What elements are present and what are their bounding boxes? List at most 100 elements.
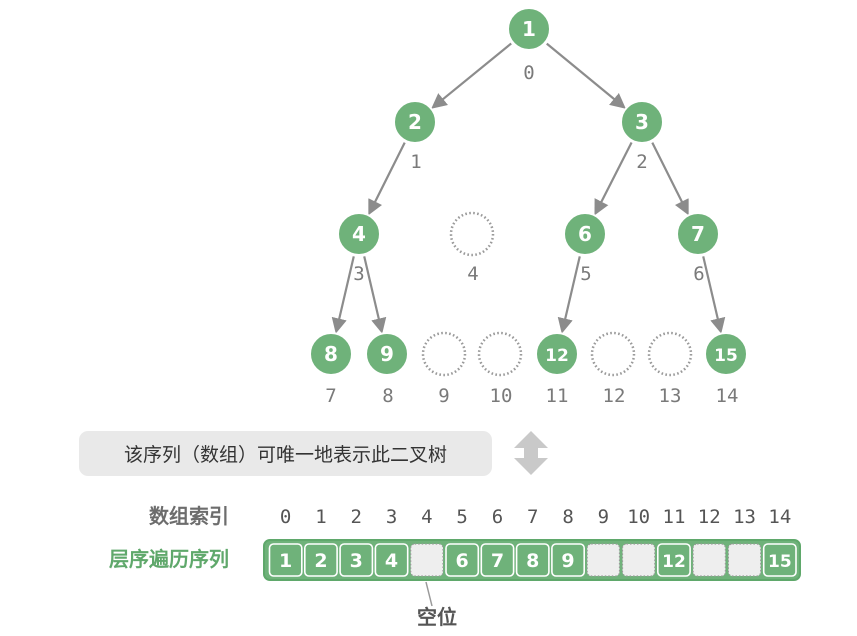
node-index: 8 — [382, 385, 393, 407]
node-index: 0 — [523, 62, 534, 84]
tree-empty-node — [421, 331, 467, 377]
node-index: 2 — [636, 151, 647, 173]
node-circle — [365, 332, 409, 376]
array-cell-value: 2 — [314, 550, 327, 572]
tree-edge — [651, 142, 689, 216]
tree-node: 3 — [620, 100, 664, 144]
tree-edge — [368, 142, 406, 216]
empty-slot-label: 空位 — [417, 605, 457, 629]
array-index: 9 — [598, 506, 609, 528]
node-value: 1 — [522, 17, 536, 41]
tree-node: 2 — [393, 100, 437, 144]
node-index: 11 — [546, 385, 569, 407]
node-index: 5 — [580, 263, 591, 285]
array-cell — [551, 543, 586, 577]
node-index: 10 — [490, 385, 513, 407]
note-pill: 该序列（数组）可唯一地表示此二叉树 — [79, 431, 492, 476]
tree-edge — [594, 141, 633, 216]
tree-edge — [331, 256, 355, 334]
tree-node: 12 — [535, 332, 579, 376]
array-cell — [480, 543, 515, 577]
node-index: 12 — [603, 385, 626, 407]
array-index: 1 — [315, 506, 326, 528]
node-value: 8 — [324, 342, 338, 366]
node-circle — [309, 332, 353, 376]
array-cell — [339, 543, 374, 577]
node-index: 4 — [467, 263, 478, 285]
node-index: 13 — [659, 385, 682, 407]
empty-slot-pointer — [425, 581, 433, 607]
note-text: 该序列（数组）可唯一地表示此二叉树 — [124, 444, 447, 466]
array-cell-value: 15 — [768, 552, 792, 572]
node-value: 4 — [352, 222, 366, 246]
tree-edge — [431, 42, 512, 109]
tree-edges — [331, 42, 726, 334]
array-cell — [303, 543, 338, 577]
node-circle — [676, 212, 720, 256]
array-index: 12 — [698, 506, 721, 528]
up-down-arrow-icon — [514, 431, 548, 475]
node-index: 9 — [438, 385, 449, 407]
array-index: 6 — [492, 506, 503, 528]
note-background — [79, 431, 492, 476]
empty-node-circle — [449, 211, 495, 257]
empty-node-circle — [647, 331, 693, 377]
node-value: 9 — [380, 342, 394, 366]
empty-node-circle — [590, 331, 636, 377]
tree-node: 4 — [337, 212, 381, 256]
array-index: 2 — [351, 506, 362, 528]
array-index: 4 — [421, 506, 432, 528]
tree-node: 7 — [676, 212, 720, 256]
array-cell-value: 6 — [456, 550, 469, 572]
tree-node: 8 — [309, 332, 353, 376]
array-cell-value: 8 — [526, 550, 539, 572]
node-circle — [704, 332, 748, 376]
node-index: 14 — [716, 385, 739, 407]
tree-empty-node — [449, 211, 495, 257]
array-index: 5 — [456, 506, 467, 528]
array-empty-cell — [410, 543, 444, 577]
tree-empty-node — [590, 331, 636, 377]
array-index: 14 — [768, 506, 791, 528]
node-circle — [393, 100, 437, 144]
array-cell — [656, 543, 691, 577]
array-cell-value: 7 — [491, 550, 504, 572]
array-index: 10 — [627, 506, 650, 528]
node-index: 3 — [353, 263, 364, 285]
array-cell — [374, 543, 409, 577]
node-value: 3 — [635, 110, 649, 134]
tree-empty-node — [477, 331, 523, 377]
array-cell-value: 12 — [662, 552, 686, 572]
array-cell — [445, 543, 480, 577]
array-cell — [515, 543, 550, 577]
array-cell-value: 4 — [385, 550, 398, 572]
array-index: 8 — [562, 506, 573, 528]
array-cell-value: 3 — [350, 550, 363, 572]
array-empty-cell — [692, 543, 726, 577]
node-value: 12 — [545, 346, 569, 366]
array-cell-value: 1 — [279, 550, 292, 572]
tree-node: 9 — [365, 332, 409, 376]
array-cell-value: 9 — [561, 550, 574, 572]
tree-edge — [557, 256, 581, 334]
tree-edge — [702, 256, 726, 334]
array-sequence-label: 层序遍历序列 — [109, 547, 229, 571]
array-index: 0 — [280, 506, 291, 528]
tree-node: 15 — [704, 332, 748, 376]
array-empty-cell — [621, 543, 656, 577]
node-value: 2 — [408, 110, 422, 134]
array-cell — [762, 543, 797, 577]
node-index: 6 — [693, 263, 704, 285]
array-index: 11 — [663, 506, 686, 528]
empty-node-circle — [421, 331, 467, 377]
node-value: 15 — [714, 346, 738, 366]
node-index: 7 — [325, 385, 336, 407]
node-circle — [535, 332, 579, 376]
node-circle — [507, 7, 551, 51]
tree-node: 1 — [507, 7, 551, 51]
tree-edge — [546, 42, 626, 109]
node-value: 7 — [691, 222, 705, 246]
